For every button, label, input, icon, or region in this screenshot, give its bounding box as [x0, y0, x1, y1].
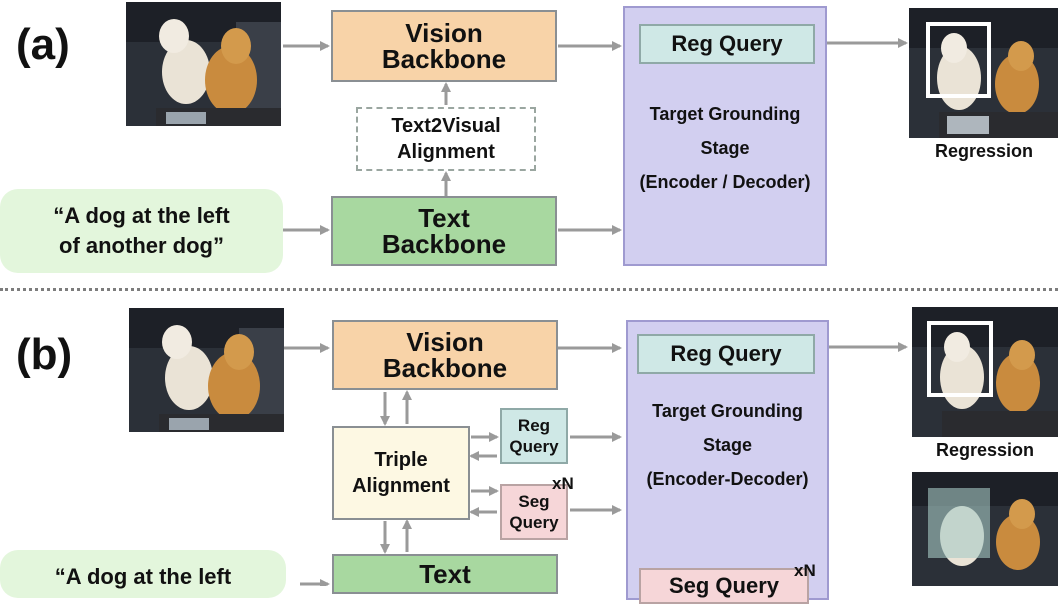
- xn-large-b: xN: [794, 561, 816, 580]
- dog-photo-a: [126, 2, 281, 126]
- seg-query-small-b: Seg Query: [500, 484, 568, 540]
- output-photo-b-segmentation: [912, 472, 1058, 586]
- text-backbone-b: Text: [332, 554, 558, 594]
- stage-label-a: Target Grounding Stage (Encoder / Decode…: [639, 104, 811, 192]
- vision-backbone-b: Vision Backbone: [332, 320, 558, 390]
- query-text-b: “A dog at the left: [0, 550, 286, 598]
- xn-small-b: xN: [552, 474, 574, 493]
- vision-backbone-a: Vision Backbone: [331, 10, 557, 82]
- seg-query-b: Seg Query: [639, 568, 809, 604]
- output-photo-a: [909, 8, 1058, 138]
- panel-a-label: (a): [16, 20, 70, 69]
- reg-query-small-b: Reg Query: [500, 408, 568, 464]
- stage-label-b: Target Grounding Stage (Encoder-Decoder): [646, 401, 809, 489]
- query-text-a: “A dog at the left of another dog”: [0, 189, 283, 273]
- output-photo-b-regression: [912, 307, 1058, 437]
- dog-photo-b: [129, 308, 284, 432]
- output-caption-a: Regression: [934, 141, 1034, 161]
- text2visual-alignment-a: Text2Visual Alignment: [356, 107, 536, 171]
- text-backbone-a: Text Backbone: [331, 196, 557, 266]
- reg-query-b: Reg Query: [637, 334, 815, 374]
- panel-b-label: (b): [16, 330, 73, 379]
- output-caption-b: Regression: [935, 440, 1035, 460]
- arrows-layer: [283, 38, 908, 586]
- panel-divider: [0, 288, 1058, 291]
- triple-alignment-b: Triple Alignment: [332, 426, 470, 520]
- reg-query-a: Reg Query: [639, 24, 815, 64]
